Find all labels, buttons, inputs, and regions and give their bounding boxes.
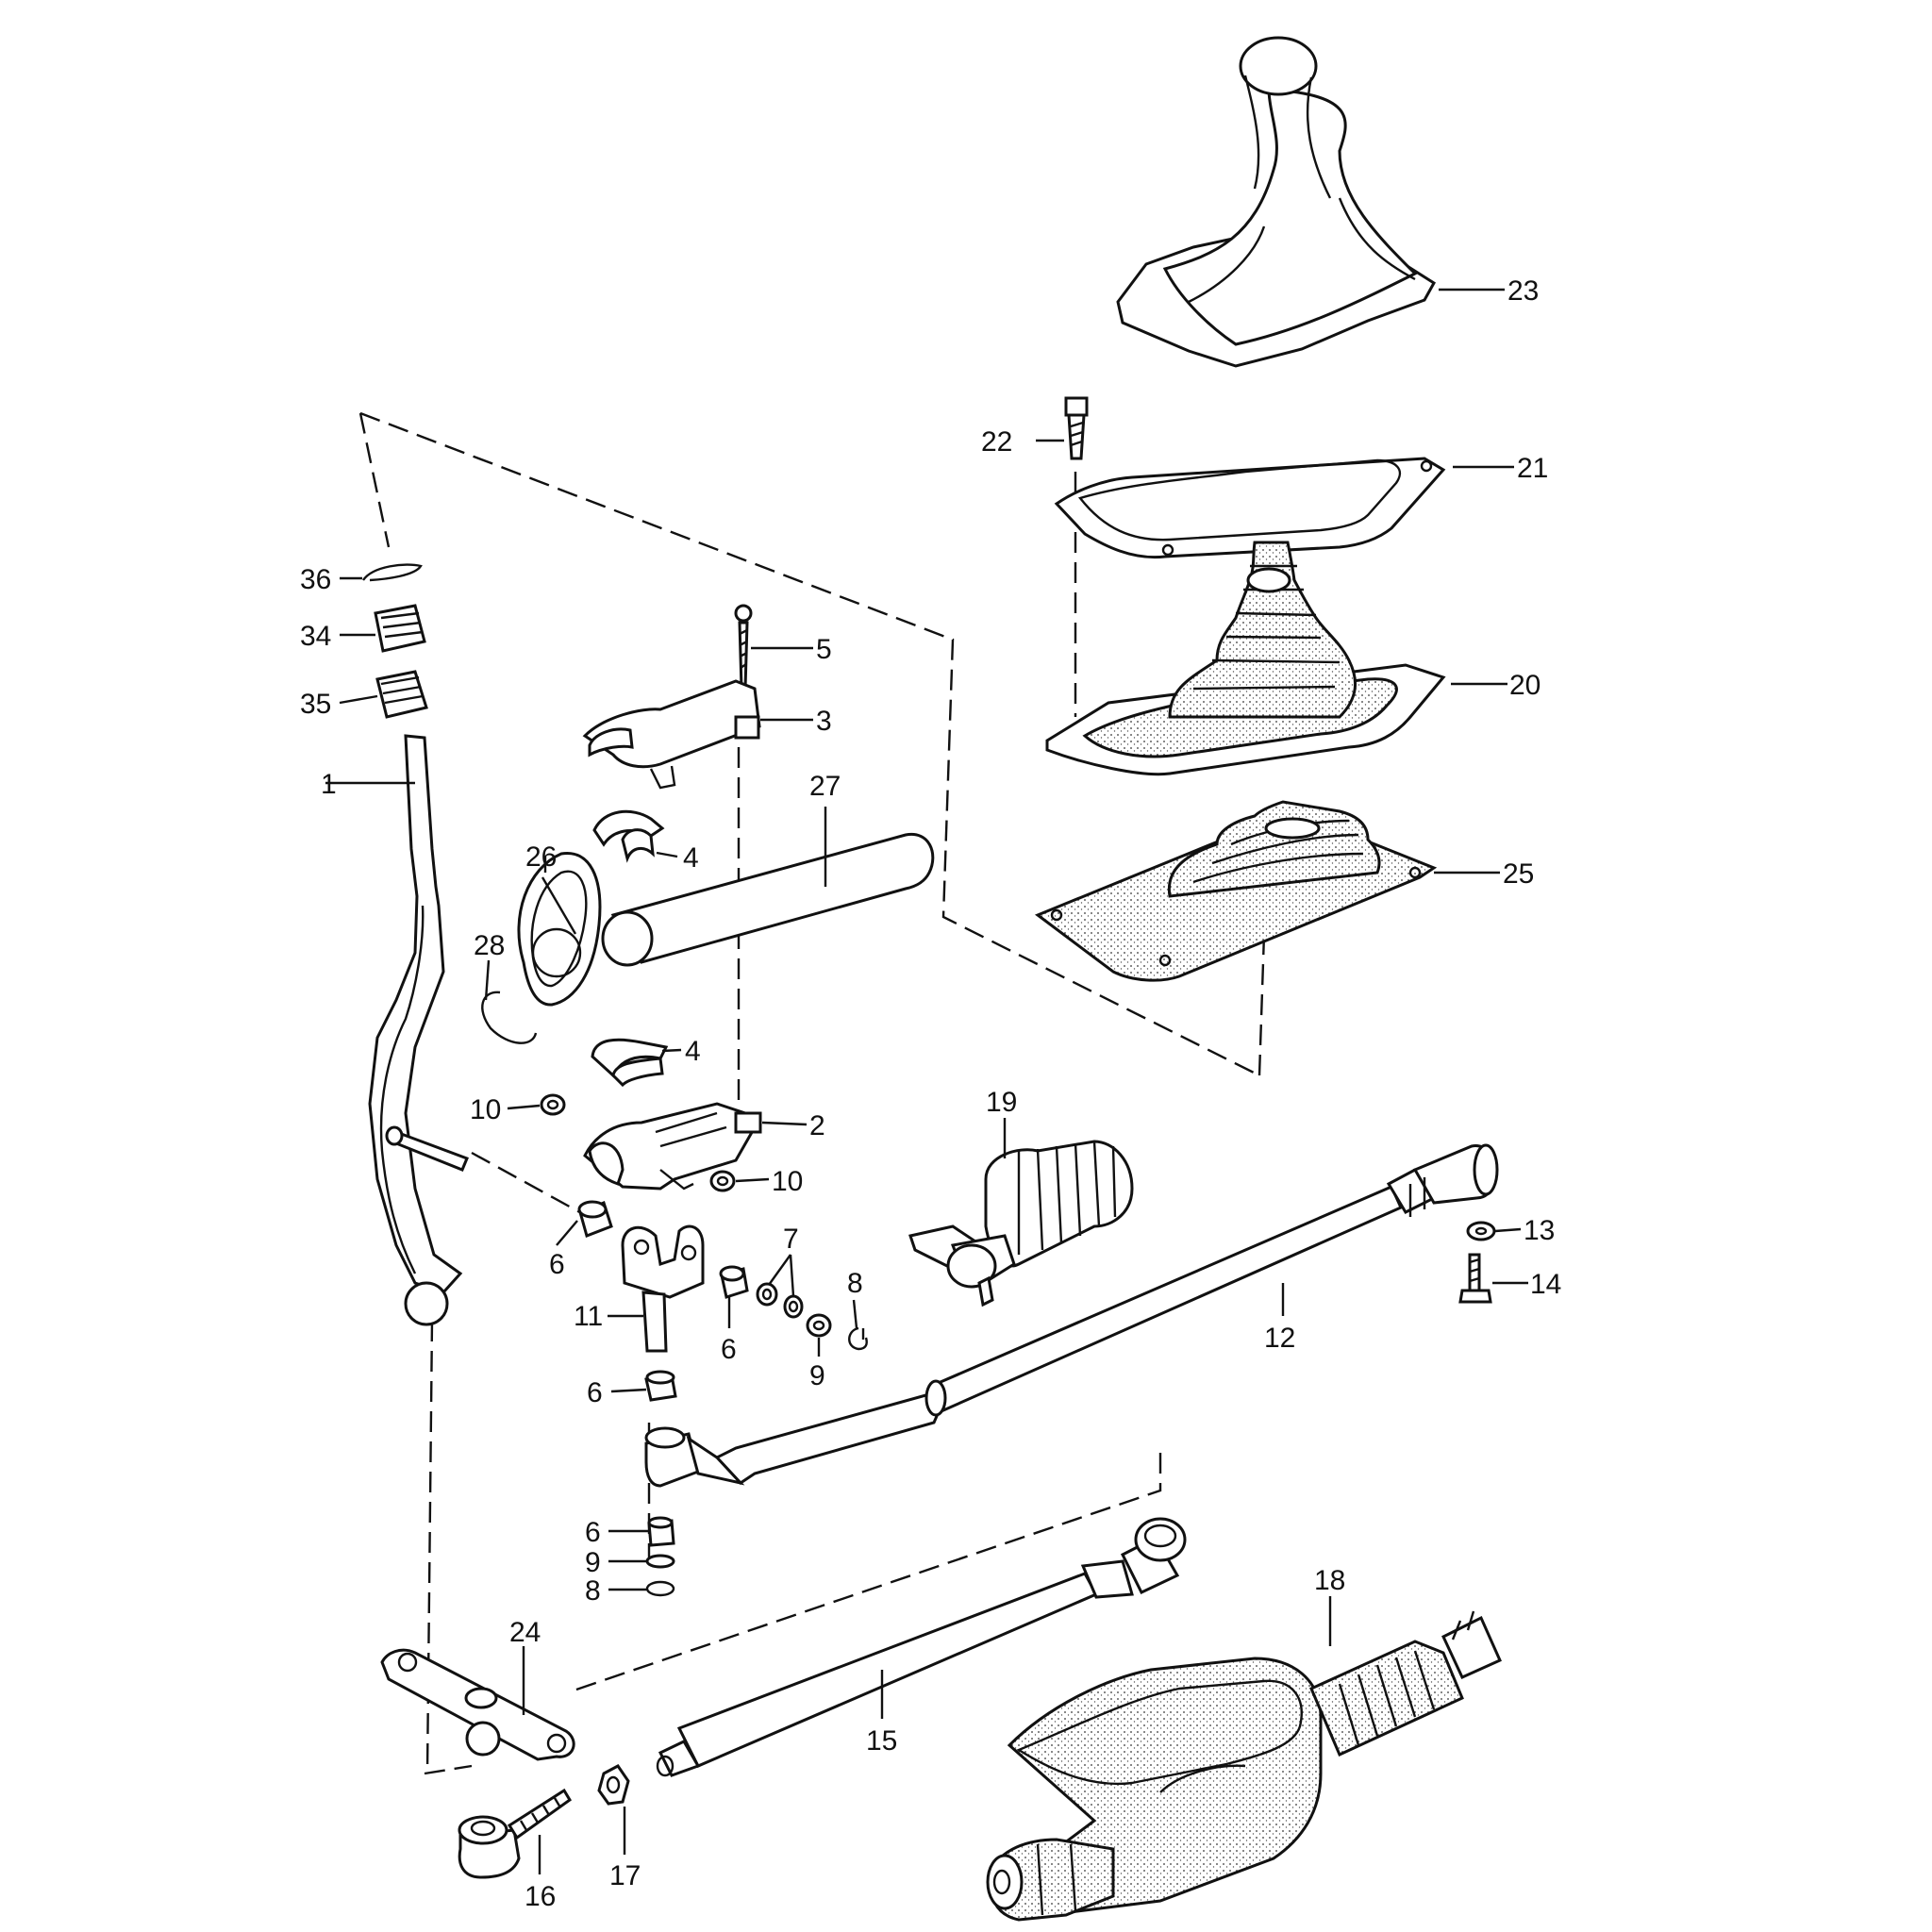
callout-7: 7 (783, 1224, 799, 1255)
callout-21: 21 (1517, 453, 1548, 484)
callout-27: 27 (809, 771, 841, 802)
plate-24 (380, 1648, 575, 1761)
housing-lower-2 (583, 1102, 762, 1191)
washer-10a (540, 1093, 566, 1116)
screw-5 (734, 604, 753, 691)
shift-knob-gaiter (1116, 36, 1436, 368)
bushing-6d (647, 1516, 675, 1547)
frame-plate (1054, 457, 1446, 559)
callout-9a: 9 (809, 1360, 825, 1391)
bolt-14 (1458, 1253, 1492, 1304)
callout-22: 22 (981, 426, 1012, 458)
washer-13 (1466, 1221, 1496, 1241)
washer-7a (756, 1282, 778, 1307)
callout-6b: 6 (721, 1334, 737, 1365)
callout-13: 13 (1524, 1215, 1555, 1246)
callout-10a: 10 (470, 1094, 501, 1125)
half-bushing-4-upper (592, 809, 665, 863)
callout-36: 36 (300, 564, 331, 595)
callout-9b: 9 (585, 1547, 601, 1578)
tube-27 (601, 832, 935, 967)
callout-1: 1 (321, 769, 337, 800)
rubber-boot-20 (1045, 541, 1446, 776)
callout-6c: 6 (587, 1377, 603, 1408)
shift-rod-12 (644, 1143, 1499, 1488)
housing-upper-3 (582, 679, 761, 790)
circlip-36 (362, 563, 423, 582)
washer-7b (783, 1294, 804, 1319)
bracket-11 (621, 1224, 705, 1353)
callout-6d: 6 (585, 1517, 601, 1548)
callout-11: 11 (574, 1301, 603, 1332)
bushing-6b (719, 1265, 749, 1299)
callout-19: 19 (986, 1087, 1017, 1118)
callout-3: 3 (816, 706, 832, 737)
grommet-26 (517, 851, 602, 1007)
callout-24: 24 (509, 1617, 541, 1648)
bushing-6c (644, 1370, 677, 1402)
rod-15 (656, 1517, 1187, 1777)
callout-20: 20 (1509, 670, 1541, 701)
callout-12: 12 (1264, 1323, 1295, 1354)
callout-17: 17 (609, 1860, 641, 1891)
callout-2: 2 (809, 1110, 825, 1141)
callout-26: 26 (525, 841, 557, 873)
washer-9a (806, 1313, 832, 1338)
callout-14: 14 (1530, 1269, 1561, 1300)
callout-6a: 6 (549, 1249, 565, 1280)
rubber-boot-25 (1034, 800, 1438, 982)
clip-8a (848, 1326, 868, 1351)
callout-8a: 8 (847, 1268, 863, 1299)
clip-8b (645, 1580, 675, 1597)
callout-25: 25 (1503, 858, 1534, 890)
half-bushing-4-lower (591, 1038, 669, 1088)
callout-10b: 10 (772, 1166, 803, 1197)
callout-16: 16 (525, 1881, 556, 1912)
shift-lever-1 (368, 734, 469, 1326)
rubber-coupling-19 (908, 1140, 1134, 1307)
callout-34: 34 (300, 621, 331, 652)
callout-8b: 8 (585, 1575, 601, 1607)
callout-4a: 4 (683, 842, 699, 874)
bushing-34 (374, 604, 426, 653)
callout-15: 15 (866, 1725, 897, 1757)
callout-labels: 23 22 21 20 25 36 34 35 1 5 3 27 4 26 28… (300, 275, 1561, 1912)
circlip-28 (481, 991, 538, 1044)
callout-18: 18 (1314, 1565, 1345, 1596)
bushing-6a (577, 1200, 613, 1238)
callout-23: 23 (1507, 275, 1539, 307)
callout-35: 35 (300, 689, 331, 720)
callout-4b: 4 (685, 1036, 701, 1067)
callout-28: 28 (474, 930, 505, 961)
washer-10b (709, 1170, 736, 1192)
shift-housing-18 (986, 1610, 1502, 1922)
leader-lines (325, 288, 1528, 1874)
bushing-35 (375, 670, 428, 719)
bolt-22 (1064, 396, 1089, 460)
callout-5: 5 (816, 634, 832, 665)
ball-joint-16 (458, 1788, 572, 1879)
washer-9b (645, 1554, 675, 1569)
nut-17 (597, 1764, 630, 1806)
